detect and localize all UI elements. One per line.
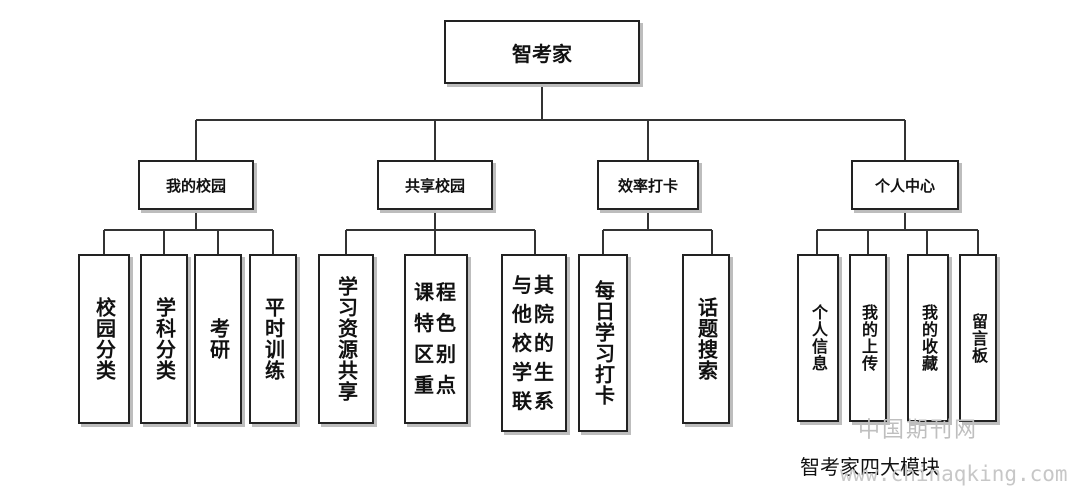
module-label: 我的校园 xyxy=(165,176,226,195)
watermark-url: www.chinaqking.com xyxy=(840,462,1068,486)
leaf-node: 与其他院校的学生联系 xyxy=(501,254,567,432)
module-node-efficiency-checkin: 效率打卡 xyxy=(597,160,699,210)
leaf-node: 我的上传 xyxy=(849,254,887,422)
leaf-label: 个人信息 xyxy=(809,304,828,372)
watermark-text: 中国期刊网 xyxy=(858,418,979,443)
leaf-node: 学习资源共享 xyxy=(318,254,374,424)
leaf-node: 个人信息 xyxy=(797,254,839,422)
leaf-node: 话题搜索 xyxy=(682,254,730,424)
leaf-node: 留言板 xyxy=(959,254,997,422)
leaf-label: 每日学习打卡 xyxy=(591,280,616,406)
leaf-node: 课程特色区别重点 xyxy=(404,254,468,424)
leaf-node: 学科分类 xyxy=(140,254,188,424)
leaf-node: 平时训练 xyxy=(249,254,297,424)
leaf-label: 留言板 xyxy=(969,312,988,364)
leaf-label: 校园分类 xyxy=(92,297,117,381)
module-node-shared-campus: 共享校园 xyxy=(377,160,493,210)
leaf-node: 我的收藏 xyxy=(907,254,949,422)
figure-caption: 智考家四大模块 xyxy=(800,455,940,479)
leaf-label: 我的上传 xyxy=(859,304,878,372)
module-label: 共享校园 xyxy=(404,176,465,195)
module-node-my-campus: 我的校园 xyxy=(138,160,254,210)
leaf-label: 学习资源共享 xyxy=(334,276,359,402)
leaf-label: 我的收藏 xyxy=(919,304,938,372)
leaf-node: 校园分类 xyxy=(78,254,130,424)
module-label: 个人中心 xyxy=(874,176,935,195)
leaf-node: 考研 xyxy=(194,254,242,424)
module-label: 效率打卡 xyxy=(617,176,678,195)
leaf-label: 平时训练 xyxy=(261,297,286,381)
leaf-label: 与其他院校的学生联系 xyxy=(512,272,556,413)
leaf-label: 学科分类 xyxy=(152,297,177,381)
leaf-label: 话题搜索 xyxy=(694,297,719,381)
module-node-personal-center: 个人中心 xyxy=(851,160,959,210)
root-node: 智考家 xyxy=(444,20,640,84)
leaf-label: 课程特色区别重点 xyxy=(414,280,458,397)
leaf-node: 每日学习打卡 xyxy=(578,254,628,432)
root-label: 智考家 xyxy=(512,41,572,66)
leaf-label: 考研 xyxy=(206,318,231,360)
